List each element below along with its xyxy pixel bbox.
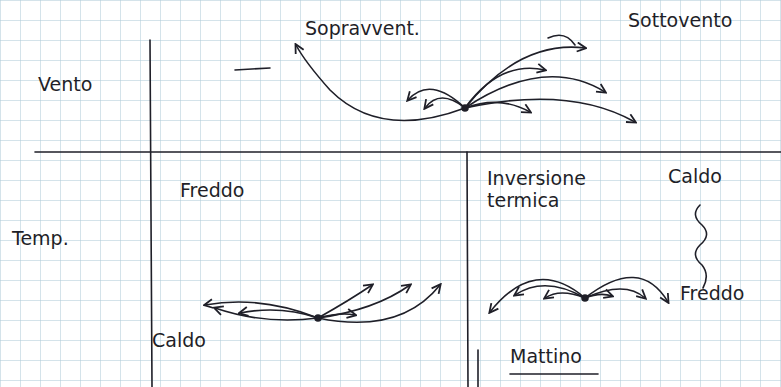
tick <box>548 35 575 45</box>
axis-line <box>35 151 781 153</box>
handwritten-label: Sottovento <box>628 10 732 32</box>
tick <box>477 350 479 387</box>
wavy-line <box>695 205 706 288</box>
air-curve <box>490 280 585 312</box>
handwritten-label: Caldo <box>668 166 722 188</box>
wind-curve <box>408 89 465 108</box>
underline <box>510 373 598 375</box>
air-curve <box>240 310 318 318</box>
air-curve <box>585 289 645 298</box>
wind-curve <box>465 102 530 112</box>
air-curve <box>515 286 585 298</box>
dash <box>235 68 270 70</box>
air-curve <box>215 308 318 320</box>
handwritten-label: Freddo <box>680 283 744 305</box>
axis-line <box>467 152 468 387</box>
source-dot <box>462 105 468 111</box>
wind-curve <box>465 99 635 122</box>
wind-curve <box>296 45 465 120</box>
wind-curve <box>425 98 465 108</box>
source-dot <box>582 295 588 301</box>
handwritten-label: Caldo <box>152 330 206 352</box>
air-curve <box>318 314 355 318</box>
handwritten-label: Temp. <box>12 228 69 250</box>
handwritten-label: Mattino <box>510 346 582 368</box>
air-curve <box>585 277 668 302</box>
source-dot <box>315 315 321 321</box>
axis-line <box>150 40 152 387</box>
handwritten-label: Vento <box>38 74 92 96</box>
air-curve <box>318 285 410 318</box>
handwritten-label: Freddo <box>180 180 244 202</box>
handwritten-label: Sopravvent. <box>305 18 420 40</box>
air-curve <box>545 293 585 298</box>
air-curve <box>318 285 440 322</box>
handwritten-label: Inversione termica <box>487 168 607 212</box>
wind-curve <box>465 68 545 108</box>
air-curve <box>585 294 612 298</box>
